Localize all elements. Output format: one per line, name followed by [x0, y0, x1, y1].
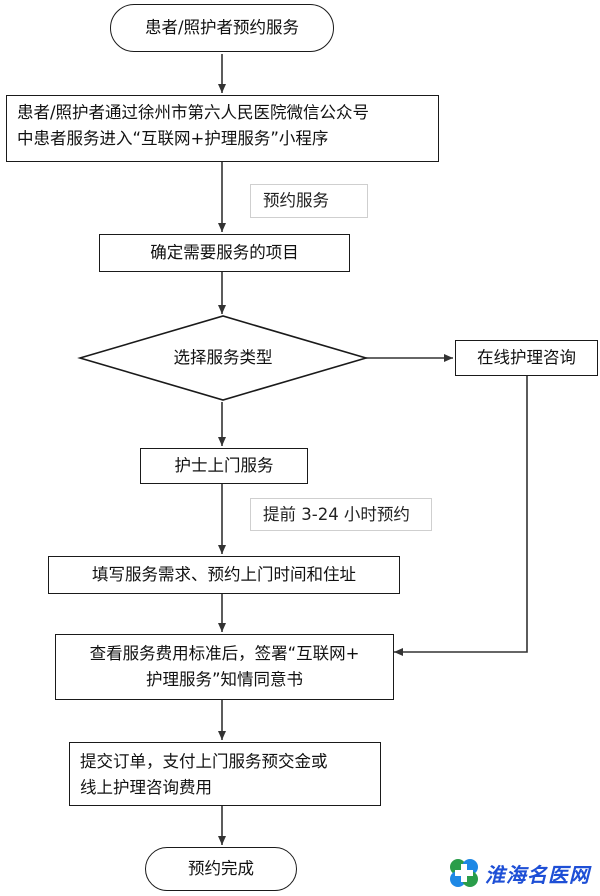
branch-home-label: 护士上门服务 — [174, 456, 274, 475]
start-label: 患者/照护者预约服务 — [144, 18, 300, 37]
step1-line1: 患者/照护者通过徐州市第六人民医院微信公众号 — [17, 103, 370, 122]
step2-label: 确定需要服务的项目 — [150, 243, 299, 262]
note-advance-booking: 提前 3-24 小时预约 — [250, 498, 432, 531]
step5-line2: 线上护理咨询费用 — [80, 778, 212, 797]
arrow-online-to-step4 — [394, 374, 528, 656]
decision-diamond — [77, 315, 369, 401]
note2-label: 提前 3-24 小时预约 — [263, 504, 410, 524]
note-book-service: 预约服务 — [250, 184, 368, 218]
step3-label: 填写服务需求、预约上门时间和住址 — [92, 565, 356, 584]
step5-line1: 提交订单，支付上门服务预交金或 — [80, 752, 328, 771]
step-sign-consent: 查看服务费用标准后，签署“互联网+ 护理服务”知情同意书 — [55, 634, 394, 700]
watermark-text: 淮海名医网 — [485, 862, 590, 887]
start-node: 患者/照护者预约服务 — [110, 4, 334, 52]
step4-line1: 查看服务费用标准后，签署“互联网+ — [89, 644, 360, 663]
end-node: 预约完成 — [145, 847, 297, 891]
step-enter-miniprogram: 患者/照护者通过徐州市第六人民医院微信公众号 中患者服务进入“互联网+护理服务”… — [6, 95, 439, 162]
clover-cross-logo-icon — [450, 859, 478, 887]
step-select-items: 确定需要服务的项目 — [99, 234, 350, 272]
decision-label: 选择服务类型 — [173, 348, 273, 367]
step-submit-pay: 提交订单，支付上门服务预交金或 线上护理咨询费用 — [69, 742, 381, 806]
end-label: 预约完成 — [188, 859, 254, 878]
branch-home-visit: 护士上门服务 — [140, 448, 308, 484]
step-fill-request: 填写服务需求、预约上门时间和住址 — [48, 556, 400, 594]
branch-online-consult: 在线护理咨询 — [455, 340, 598, 376]
note1-label: 预约服务 — [263, 191, 329, 210]
watermark: 淮海名医网 — [447, 856, 590, 890]
branch-online-label: 在线护理咨询 — [477, 348, 576, 367]
decision-label-wrap: 选择服务类型 — [130, 344, 316, 372]
step4-line2: 护理服务”知情同意书 — [145, 670, 304, 689]
step1-line2: 中患者服务进入“互联网+护理服务”小程序 — [17, 129, 329, 148]
